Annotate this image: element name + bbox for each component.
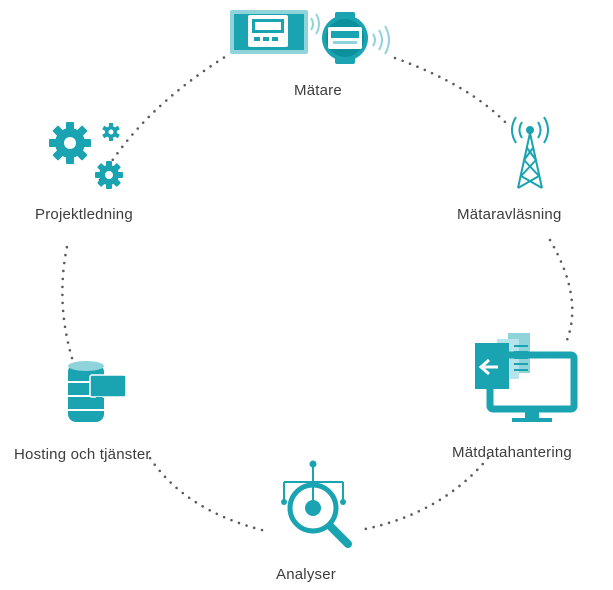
connector-hosting-projekt — [61, 240, 74, 360]
magnifier-analysis-icon — [281, 460, 352, 548]
node-label-matare: Mätare — [294, 82, 342, 99]
connector-analyser-hosting — [148, 456, 264, 532]
node-label-analyser: Analyser — [276, 566, 336, 583]
node-label-projektledning: Projektledning — [35, 206, 133, 223]
dotted-connectors — [61, 53, 574, 532]
database-server-icon — [68, 361, 127, 422]
node-label-matdatahantering: Mätdatahantering — [452, 444, 572, 461]
gears-icon — [49, 122, 123, 189]
connector-matare-matavl — [393, 56, 510, 127]
connector-projekt-matare — [98, 53, 230, 182]
meters-icon — [230, 10, 390, 64]
node-label-mataravlasning: Mätaravläsning — [457, 206, 562, 223]
node-label-hosting: Hosting och tjänster — [14, 446, 151, 463]
connector-matavl-matdata — [548, 238, 574, 347]
antenna-tower-icon — [511, 116, 549, 189]
computer-monitor-icon — [475, 333, 578, 422]
connector-matdata-analyser — [358, 456, 490, 532]
